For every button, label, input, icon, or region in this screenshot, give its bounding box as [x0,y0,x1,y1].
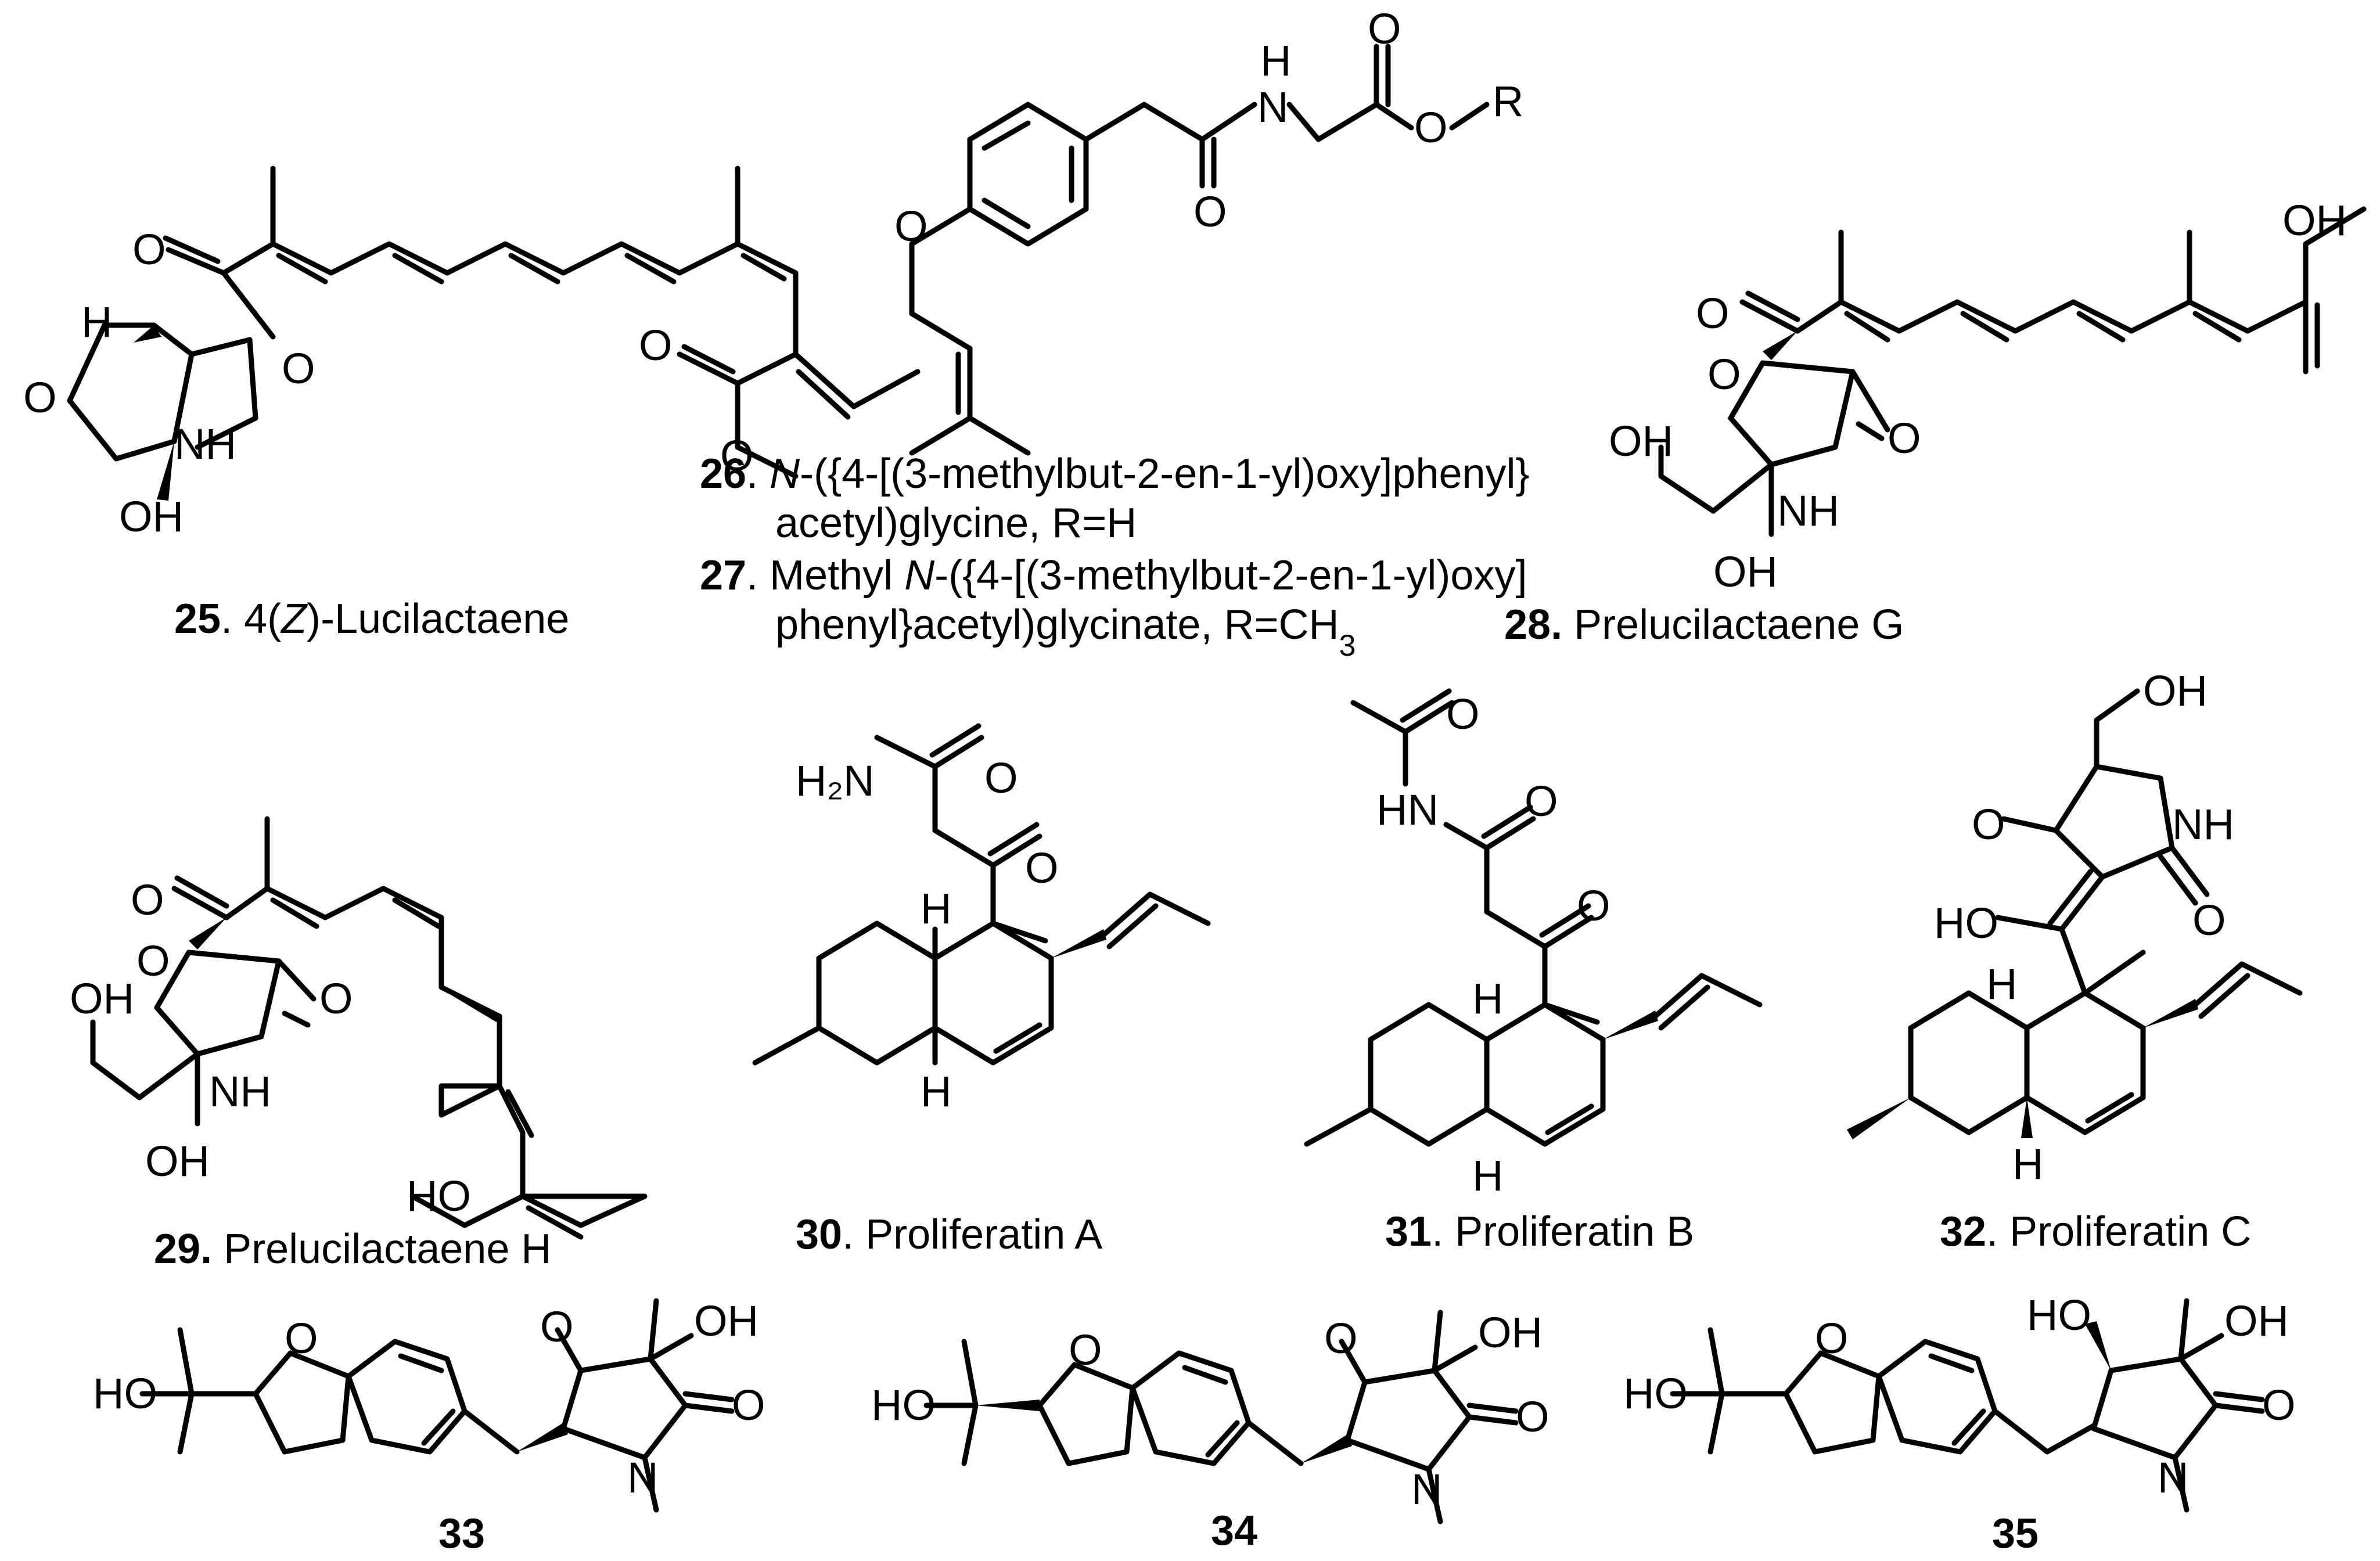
atom-h-top-31: H [1472,974,1503,1023]
atom-o-ketone-32: O [1972,800,2005,848]
structure-32: OH O NH O HO H H [1847,667,2303,1188]
caption-33: 33 [438,1510,485,1557]
caption-35: 35 [1992,1510,2039,1557]
atom-h-amide-26: H [1260,37,1291,85]
caption-25: 25. 4(Z)-Lucilactaene [174,596,569,642]
atom-ho-ring-35: HO [2027,1291,2091,1339]
atom-oh-35: OH [2224,1297,2289,1345]
atom-o-ester-26: O [1414,103,1448,152]
atom-o-lactam-35: O [2262,1381,2296,1429]
atom-o-methoxy-25: O [720,431,754,480]
structure-34: HO O O OH O N [871,1308,1549,1524]
atom-o-epoxide-29: O [136,937,170,985]
caption-28: 28. Prelucilactaene G [1504,602,1904,648]
atom-o-lactam-28: O [1888,414,1921,462]
caption-27-line2: phenyl}acetyl)glycinate, R=CH3 [775,602,1356,663]
caption-30: 30. Proliferatin A [796,1211,1102,1258]
caption-26-line1: 26. N-({4-[(3-methylbut-2-en-1-yl)oxy]ph… [700,451,1530,497]
atom-o-lactam-29: O [319,974,353,1023]
caption-29: 29. Prelucilactaene H [154,1226,551,1272]
structure-29: O O O NH OH OH HO [70,816,648,1240]
atom-ho-35: HO [1623,1369,1688,1418]
caption-26-line2: acetyl)glycine, R=H [775,500,1137,546]
atom-n-35: N [2158,1454,2188,1502]
atom-o-furan-35: O [1815,1314,1849,1362]
atom-oh-bottom-29: OH [145,1137,210,1185]
structure-28: O O O NH OH OH OH [1609,196,2367,596]
atom-oh-left-28: OH [1609,417,1673,465]
atom-oh-25: OH [119,492,184,541]
atom-nh-32: NH [2172,800,2234,848]
atom-nh-25: NH [174,420,236,468]
caption-31: 31. Proliferatin B [1385,1208,1694,1255]
atom-r-26: R [1493,77,1523,125]
atom-nh-28: NH [1777,487,1839,535]
atom-o-ketone-30: O [1025,844,1059,892]
atom-o-furan-34: O [1069,1326,1102,1374]
atom-ho-29: HO [407,1172,471,1220]
atom-oh-left-29: OH [70,974,134,1023]
atom-h-top-32: H [1986,960,2017,1008]
atom-oh-top-32: OH [2143,667,2208,715]
atom-h-top-30: H [921,884,951,933]
atom-ho-33: HO [93,1369,157,1418]
atom-o-amide-26: O [1193,188,1227,236]
atom-o-ketone-25: O [132,225,166,274]
atom-nh-29: NH [209,1067,271,1116]
atom-oh-34: OH [1478,1308,1543,1357]
atom-o-carbonyl-26: O [1368,5,1401,53]
atom-h-bottom-30: H [921,1067,951,1116]
atom-o-epoxide-28: O [1707,350,1741,398]
atom-o-ketone-28: O [1696,289,1730,337]
atom-ho-32: HO [1934,899,1998,947]
structure-35: HO O HO OH O N [1623,1291,2296,1513]
caption-34: 34 [1211,1508,1257,1554]
atom-o-lactam-32: O [2192,896,2226,944]
atom-o-amide-31: O [1525,777,1558,825]
atom-o-ether-26: O [894,202,928,250]
atom-o-ketone-33: O [540,1303,574,1351]
atom-h-bottom-31: H [1472,1152,1503,1200]
atom-o-furan-33: O [285,1314,318,1362]
atom-oh-bottom-28: OH [1713,548,1778,596]
atom-n-amide-26: N [1257,83,1288,131]
atom-o-ketone-29: O [131,876,164,924]
atom-h-bottom-32: H [2012,1140,2043,1188]
atom-o-lactam-33: O [732,1381,765,1429]
structure-31: O HN O O H H [1304,688,1763,1200]
atom-h2n-30: H₂N [796,757,875,805]
atom-oh-33: OH [694,1297,758,1345]
atom-o-lactam-25: O [282,344,315,393]
atom-hn-31: HN [1376,786,1439,834]
atom-h-25: H [81,298,112,346]
atom-o-ketone-34: O [1324,1314,1358,1362]
caption-27-line1: 27. Methyl N-({4-[(3-methylbut-2-en-1-yl… [700,552,1527,599]
atom-n-34: N [1411,1465,1442,1513]
atom-o-ester-25: O [639,321,673,369]
caption-32: 32. Proliferatin C [1940,1208,2251,1255]
structure-30: H₂N O O H H [752,723,1211,1116]
atom-o-amide-30: O [984,754,1018,802]
atom-ho-34: HO [871,1381,936,1429]
structure-25: O H O O NH OH O O [23,166,921,541]
atom-o-lactam-34: O [1516,1393,1549,1441]
atom-n-33: N [627,1454,658,1502]
atom-o-ketone-31: O [1577,882,1610,930]
structure-33: HO O O OH O N [93,1297,765,1513]
atom-o-acetyl-31: O [1446,690,1480,738]
atom-o-ring-25: O [23,373,57,422]
atom-oh-top-28: OH [2282,196,2347,244]
structure-26-27: H N O O O R O [894,5,1523,456]
